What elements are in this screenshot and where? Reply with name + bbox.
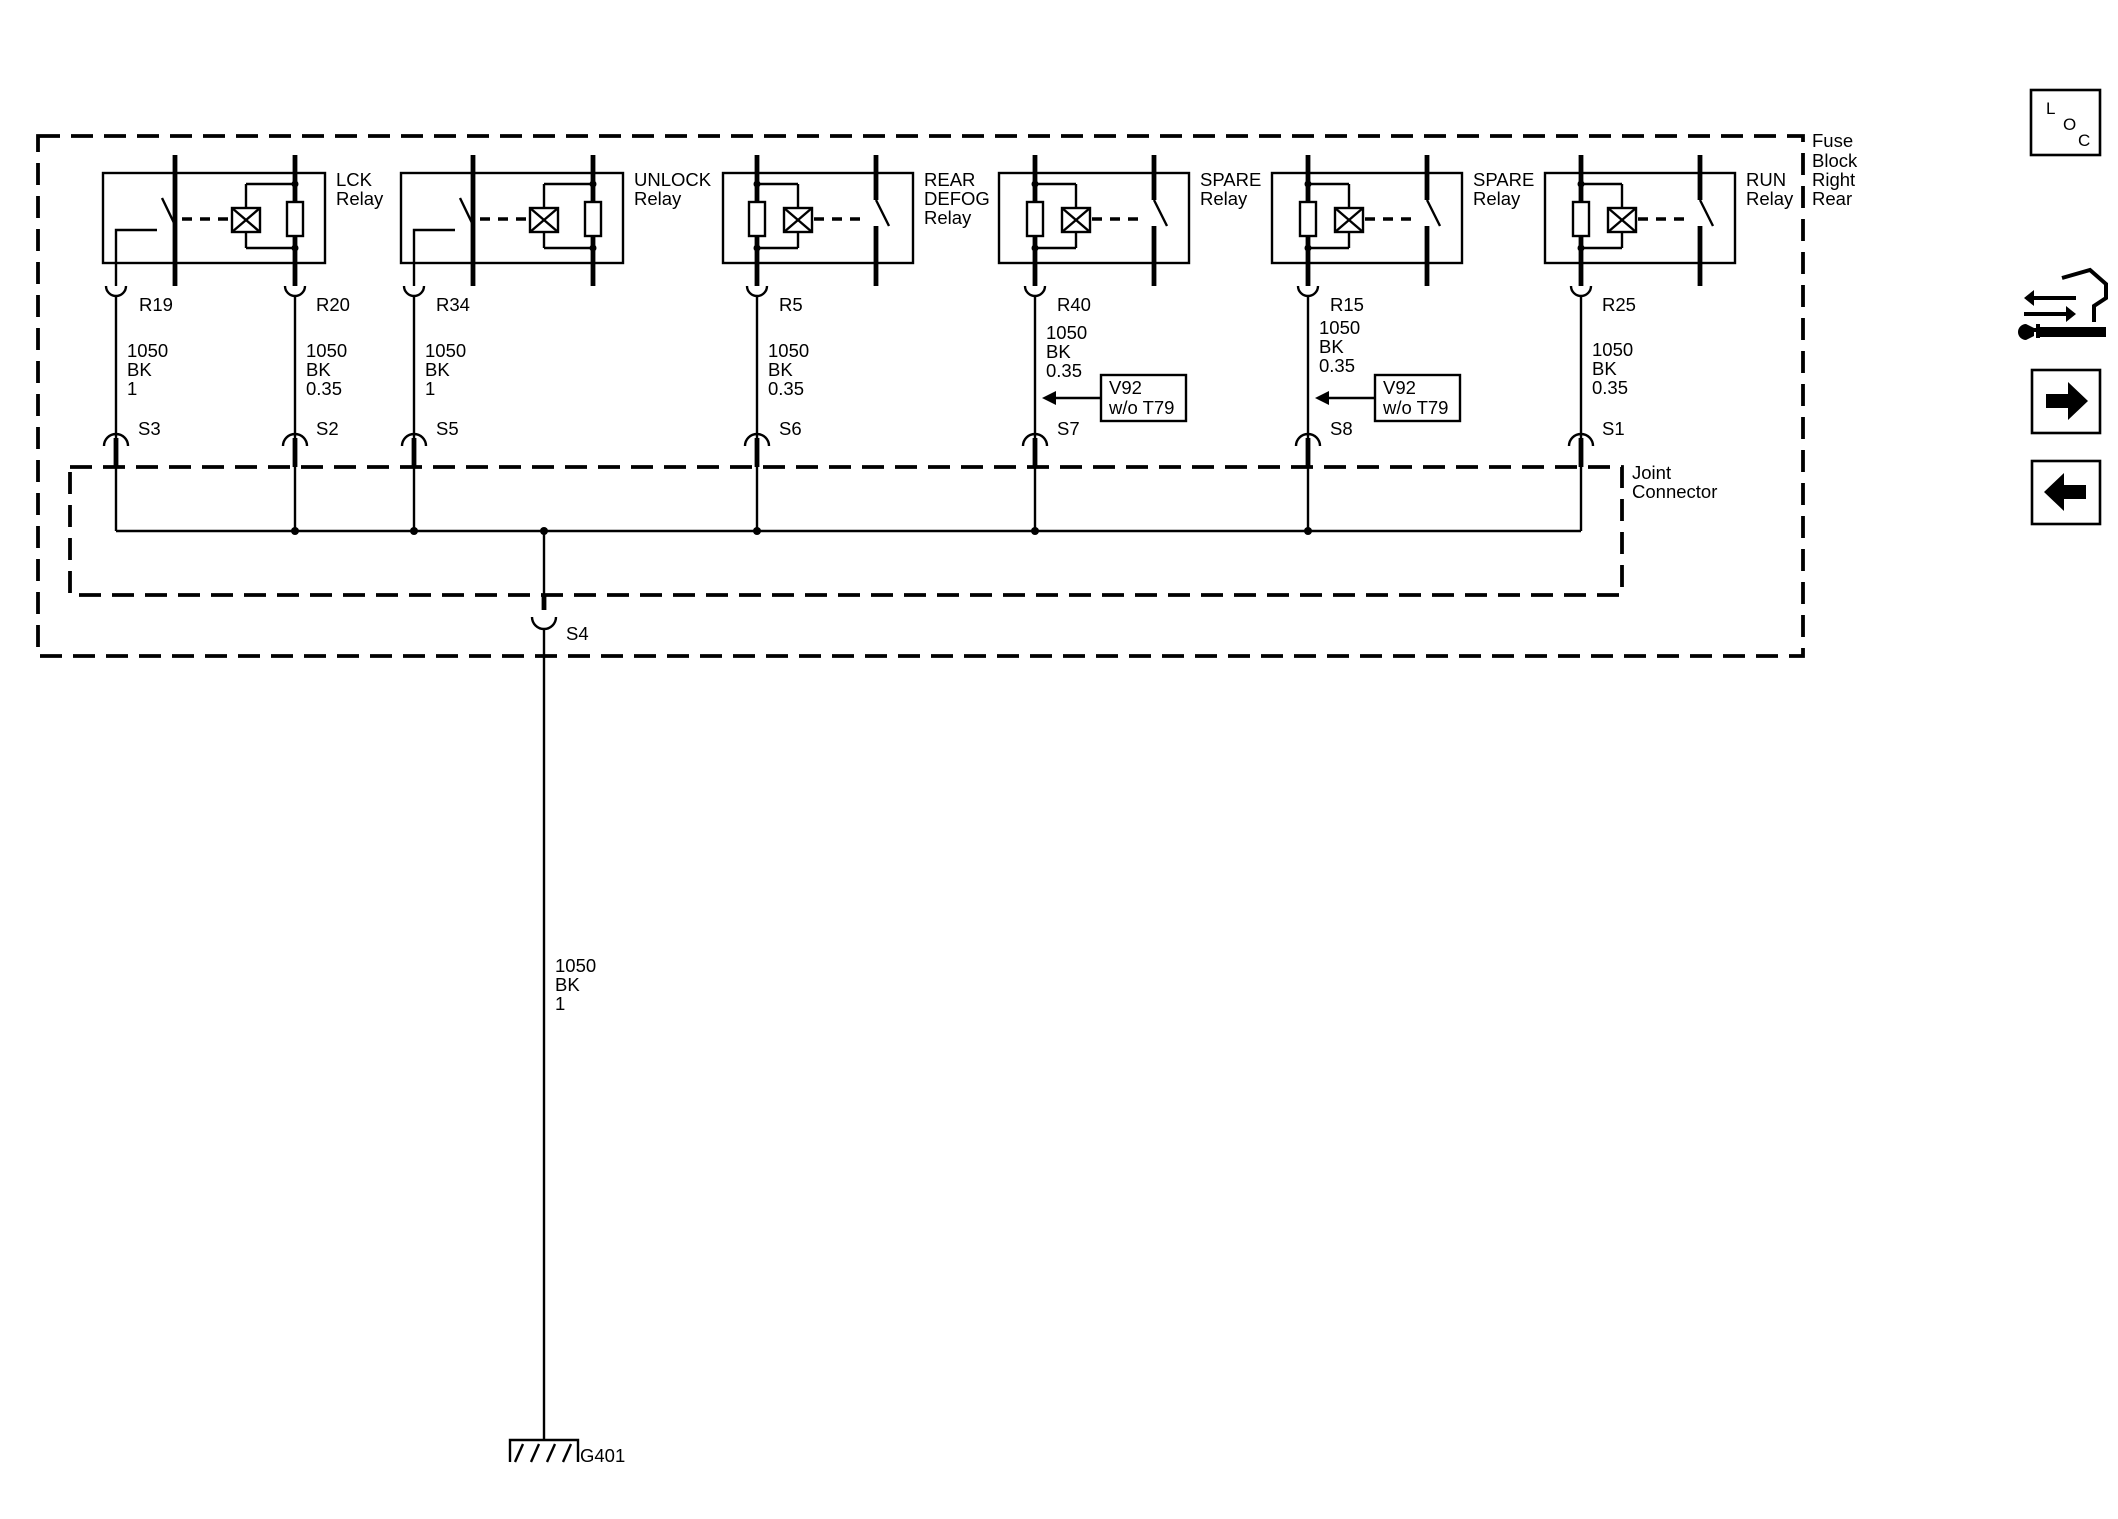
svg-text:1050: 1050 — [127, 340, 168, 361]
option-note-v92-1: V92 w/o T79 — [1042, 373, 1188, 423]
pin-r20: R20 — [316, 294, 350, 315]
svg-text:Relay: Relay — [924, 207, 972, 228]
svg-text:BK: BK — [425, 359, 450, 380]
svg-text:Right: Right — [1812, 169, 1855, 190]
svg-text:0.35: 0.35 — [1046, 360, 1082, 381]
pin-r5: R5 — [779, 294, 803, 315]
svg-text:Relay: Relay — [634, 188, 682, 209]
connector-wrench-icon[interactable] — [2018, 267, 2108, 340]
svg-text:1050: 1050 — [1592, 339, 1633, 360]
splice-s3: S3 — [138, 418, 161, 439]
svg-text:w/o T79: w/o T79 — [1108, 397, 1174, 418]
relay-run-label: RUN — [1746, 169, 1786, 190]
svg-text:1050: 1050 — [1319, 317, 1360, 338]
svg-text:O: O — [2063, 115, 2076, 134]
svg-text:Relay: Relay — [336, 188, 384, 209]
pin-r40: R40 — [1057, 294, 1091, 315]
svg-text:BK: BK — [768, 359, 793, 380]
relay-rear-defog-label: REAR — [924, 169, 975, 190]
svg-text:Block: Block — [1812, 150, 1858, 171]
svg-text:L: L — [2046, 99, 2055, 118]
arrow-right-icon — [2046, 382, 2088, 420]
svg-text:0.35: 0.35 — [306, 378, 342, 399]
wire-r19-s3: R19 1050 BK 1 S3 — [102, 285, 173, 531]
wire-r5-s6: R5 1050 BK 0.35 S6 — [743, 285, 809, 535]
arrow-left-button[interactable] — [2030, 459, 2102, 526]
splice-s5: S5 — [436, 418, 459, 439]
splice-s2: S2 — [316, 418, 339, 439]
pin-r19: R19 — [139, 294, 173, 315]
wire-r25-s1: R25 1050 BK 0.35 S1 — [1567, 285, 1636, 531]
svg-text:w/o T79: w/o T79 — [1382, 397, 1448, 418]
wire-r15-s8: R15 1050 BK 0.35 S8 V92 w/o T79 — [1294, 285, 1462, 535]
ground-wire-s4: S4 1050 BK 1 — [530, 531, 596, 1440]
relay-run: RUN Relay — [1543, 155, 1794, 286]
svg-text:Relay: Relay — [1746, 188, 1794, 209]
relay-rear-defog: REAR DEFOG Relay — [721, 155, 990, 286]
relay-lck-label: LCK — [336, 169, 373, 190]
svg-text:1050: 1050 — [1046, 322, 1087, 343]
relay-spare-1-label: SPARE — [1200, 169, 1261, 190]
relay-unlock-label: UNLOCK — [634, 169, 712, 190]
svg-text:1050: 1050 — [425, 340, 466, 361]
wire-r34-s5: R34 1050 BK 1 S5 — [400, 285, 470, 535]
joint-connector-outline — [68, 465, 1624, 597]
svg-text:BK: BK — [555, 974, 580, 995]
option-note-v92-2: V92 w/o T79 — [1315, 373, 1462, 423]
svg-text:0.35: 0.35 — [1592, 377, 1628, 398]
svg-text:0.35: 0.35 — [768, 378, 804, 399]
relay-spare-1: SPARE Relay — [997, 155, 1261, 286]
svg-text:BK: BK — [1046, 341, 1071, 362]
svg-text:1050: 1050 — [768, 340, 809, 361]
svg-text:Rear: Rear — [1812, 188, 1852, 209]
svg-text:BK: BK — [127, 359, 152, 380]
svg-text:1050: 1050 — [555, 955, 596, 976]
joint-connector-label: Joint Connector — [1632, 462, 1717, 502]
relay-spare-2-label: SPARE — [1473, 169, 1534, 190]
loc-button[interactable]: L O C — [2029, 88, 2102, 157]
svg-text:BK: BK — [1592, 358, 1617, 379]
splice-s7: S7 — [1057, 418, 1080, 439]
splice-s1: S1 — [1602, 418, 1625, 439]
splice-s6: S6 — [779, 418, 802, 439]
fuse-block-outline — [36, 134, 1805, 658]
svg-text:1: 1 — [555, 993, 565, 1014]
svg-text:0.35: 0.35 — [1319, 355, 1355, 376]
ground-symbol: G401 — [508, 1438, 625, 1466]
svg-text:C: C — [2078, 131, 2090, 150]
splice-s4: S4 — [566, 623, 589, 644]
svg-text:V92: V92 — [1383, 377, 1416, 398]
splice-s8: S8 — [1330, 418, 1353, 439]
pin-r15: R15 — [1330, 294, 1364, 315]
svg-text:1: 1 — [425, 378, 435, 399]
svg-text:1050: 1050 — [306, 340, 347, 361]
arrow-right-button[interactable] — [2030, 368, 2102, 435]
svg-text:Joint: Joint — [1632, 462, 1671, 483]
svg-text:1: 1 — [127, 378, 137, 399]
svg-text:V92: V92 — [1109, 377, 1142, 398]
svg-text:Relay: Relay — [1473, 188, 1521, 209]
pin-r25: R25 — [1602, 294, 1636, 315]
svg-text:Relay: Relay — [1200, 188, 1248, 209]
wire-r40-s7: R40 1050 BK 0.35 S7 V92 w/o T79 — [1021, 285, 1188, 535]
svg-text:BK: BK — [1319, 336, 1344, 357]
relay-spare-2: SPARE Relay — [1270, 155, 1534, 286]
wire-r20-s2: R20 1050 BK 0.35 S2 — [281, 285, 350, 535]
relay-lck: LCK Relay — [101, 155, 384, 286]
arrow-left-icon — [2044, 473, 2086, 511]
ground-label-g401: G401 — [580, 1445, 625, 1466]
svg-text:BK: BK — [306, 359, 331, 380]
pin-r34: R34 — [436, 294, 470, 315]
svg-text:Connector: Connector — [1632, 481, 1717, 502]
svg-text:DEFOG: DEFOG — [924, 188, 990, 209]
svg-text:Fuse: Fuse — [1812, 130, 1853, 151]
relay-unlock: UNLOCK Relay — [399, 155, 712, 286]
fuse-block-label: Fuse Block Right Rear — [1812, 130, 1858, 209]
